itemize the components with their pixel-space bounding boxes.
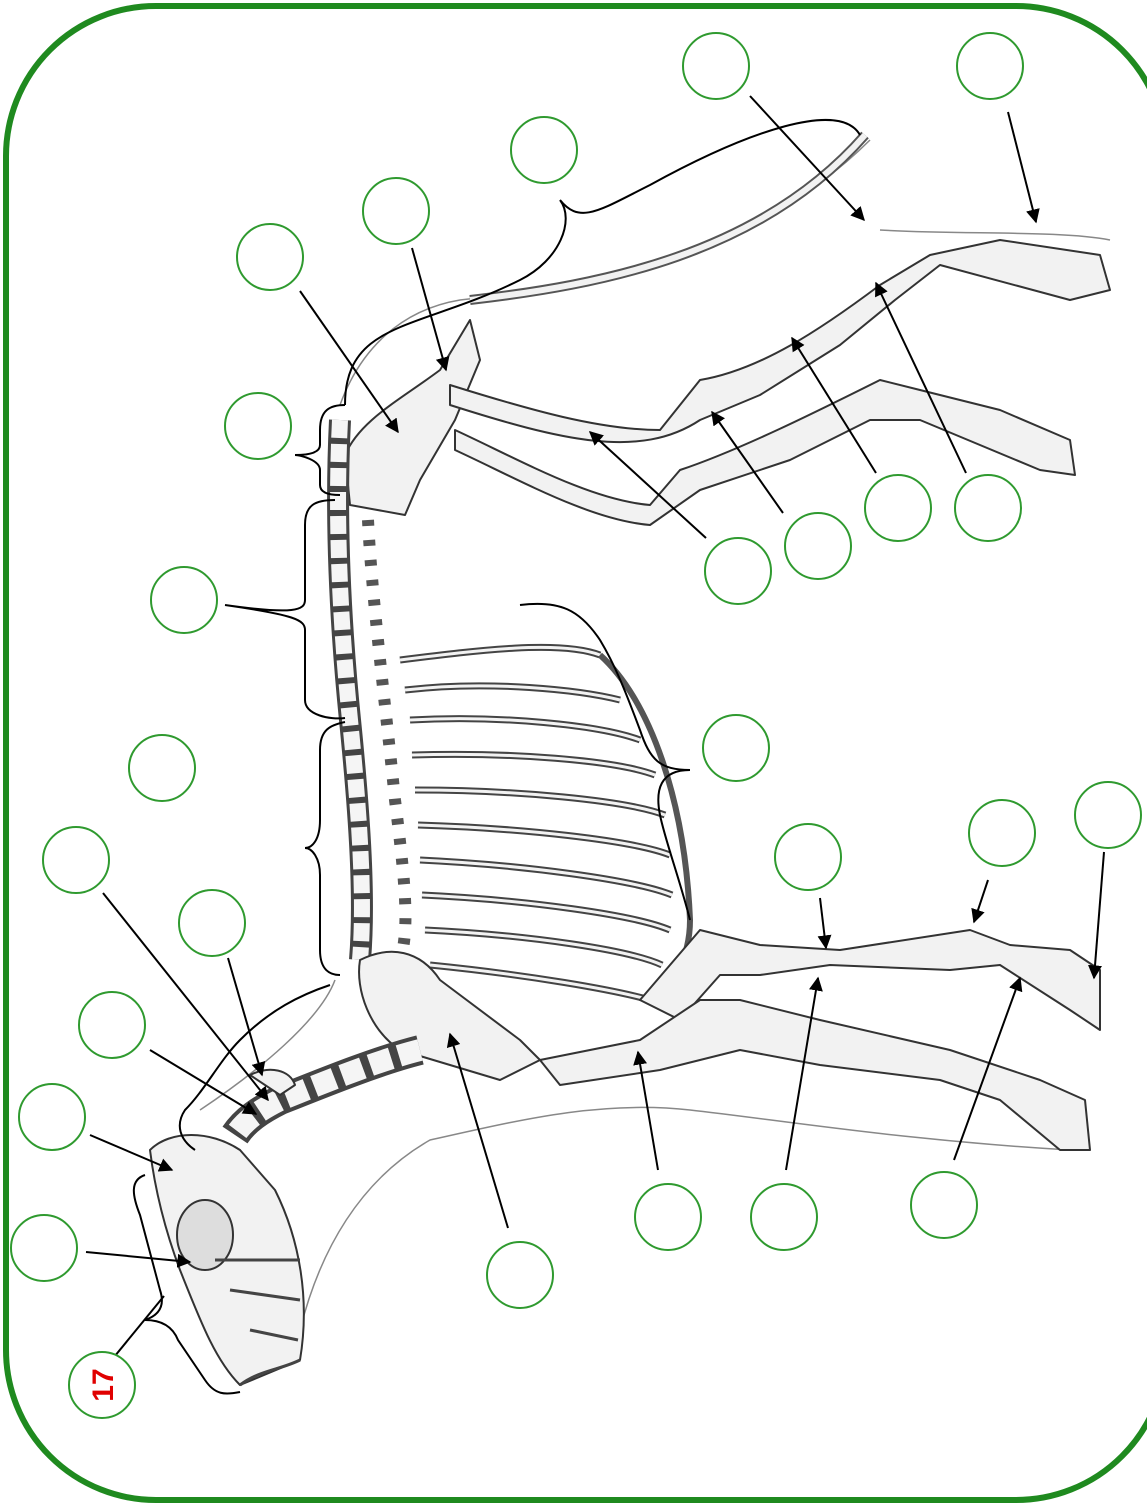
label-bubble[interactable] [151, 567, 217, 633]
label-bubble[interactable] [969, 800, 1035, 866]
bracket-lumbar [225, 500, 345, 718]
label-bubble[interactable] [129, 735, 195, 801]
label-bubble[interactable] [487, 1242, 553, 1308]
leader-l21 [110, 1296, 164, 1362]
label-bubble[interactable] [511, 117, 577, 183]
leader-l03 [412, 248, 446, 370]
label-bubble[interactable] [775, 824, 841, 890]
label-bubble[interactable] [703, 715, 769, 781]
label-bubble[interactable] [179, 890, 245, 956]
label-bubble[interactable] [19, 1084, 85, 1150]
label-bubble[interactable] [683, 33, 749, 99]
hind-limb-right [450, 240, 1110, 442]
leader-l14 [820, 898, 826, 948]
label-bubble[interactable] [1075, 782, 1141, 848]
rib-cage [400, 647, 672, 1000]
fore-limb-left [540, 1000, 1090, 1150]
leader-l02 [1008, 112, 1036, 222]
label-bubble[interactable] [957, 33, 1023, 99]
label-bubble[interactable] [79, 992, 145, 1058]
label-bubble[interactable] [955, 475, 1021, 541]
label-bubble[interactable] [785, 513, 851, 579]
label-bubble[interactable] [225, 393, 291, 459]
label-bubble[interactable] [911, 1172, 977, 1238]
label-bubble[interactable] [705, 538, 771, 604]
label-bubble[interactable] [751, 1184, 817, 1250]
label-bubble[interactable] [43, 827, 109, 893]
leader-l15 [974, 880, 988, 922]
label-bubble[interactable] [865, 475, 931, 541]
leader-l19 [786, 978, 818, 1170]
leader-l08 [876, 283, 966, 473]
label-bubble[interactable] [363, 178, 429, 244]
label-bubble[interactable] [635, 1184, 701, 1250]
leader-l04 [300, 291, 398, 432]
bracket-thoracic [305, 722, 345, 975]
label-bubble[interactable] [11, 1215, 77, 1281]
answered-label: 17 [87, 1368, 120, 1401]
leader-l16 [1094, 852, 1104, 978]
label-bubble[interactable] [237, 224, 303, 290]
